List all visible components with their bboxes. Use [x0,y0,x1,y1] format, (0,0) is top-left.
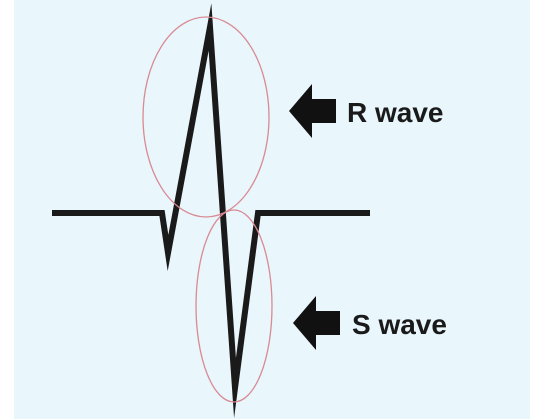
r-wave-label: R wave [347,97,444,128]
arrow-left-icon [293,296,340,350]
ecg-diagram-panel: R wave S wave [14,0,530,419]
r-wave-highlight-circle [142,16,270,218]
s-wave-label: S wave [352,309,447,340]
s-wave-annotation: S wave [293,296,447,350]
diagram-background [14,0,530,419]
r-wave-annotation: R wave [289,84,444,138]
arrow-left-icon [289,84,336,138]
ecg-diagram: R wave S wave [14,0,530,419]
qrs-waveform [52,3,370,419]
s-wave-highlight-circle [195,209,273,403]
